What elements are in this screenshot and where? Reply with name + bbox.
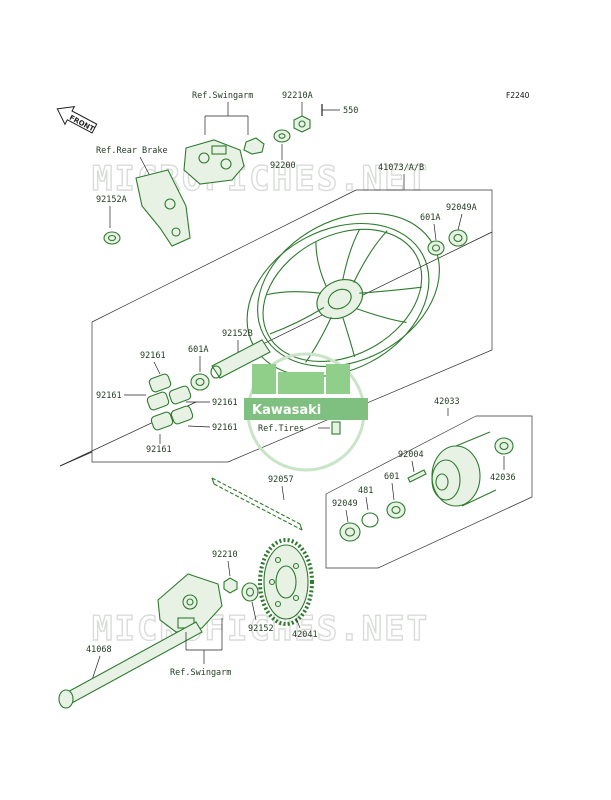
label-601A-right: 601A: [420, 213, 440, 223]
label-41068: 41068: [86, 645, 112, 655]
stud-92004: [407, 469, 427, 483]
front-arrow-icon: FRONT: [56, 105, 98, 134]
label-601A-left: 601A: [188, 345, 208, 355]
label-92161-d: 92161: [212, 423, 238, 433]
seal-92049A: [448, 229, 468, 247]
rear-wheel: [246, 212, 440, 378]
label-92200: 92200: [270, 161, 296, 171]
hub-frame: [325, 415, 533, 569]
label-42033: 42033: [434, 397, 460, 407]
label-92161-c: 92161: [212, 398, 238, 408]
coupling-42033: [431, 431, 497, 507]
collar-42036: [494, 437, 514, 455]
caliper-bracket: [183, 139, 245, 185]
ref-rear-brake: Ref.Rear Brake: [96, 146, 168, 156]
collar-92152: [241, 582, 259, 602]
label-92152B: 92152B: [222, 329, 253, 339]
ref-swingarm-top: Ref.Swingarm: [192, 91, 253, 101]
watermark-bottom: MICROFICHES.NET: [92, 609, 429, 649]
damper-set-92161: [146, 373, 194, 431]
label-481: 481: [358, 486, 373, 496]
nut-92210A: [293, 115, 311, 133]
adjuster-bracket: [157, 573, 223, 633]
bearing-601A-right: [427, 240, 445, 256]
label-42036: 42036: [490, 473, 516, 483]
label-92004: 92004: [398, 450, 424, 460]
label-92210: 92210: [212, 550, 238, 560]
label-41073: 41073/A/B: [378, 163, 424, 173]
nut-92210: [223, 577, 238, 594]
circlip-481: [361, 512, 379, 528]
kawasaki-logo: Kawasaki: [244, 352, 368, 472]
label-92152: 92152: [248, 624, 274, 634]
label-92057: 92057: [268, 475, 294, 485]
label-92049: 92049: [332, 499, 358, 509]
collar-92152B: [210, 339, 271, 379]
label-92152A: 92152A: [96, 195, 127, 205]
brake-disc-plate: [135, 169, 191, 247]
label-601: 601: [384, 472, 399, 482]
label-92161-b: 92161: [96, 391, 122, 401]
ref-swingarm-bottom: Ref.Swingarm: [170, 668, 231, 678]
label-92161-a: 92161: [140, 351, 166, 361]
bearing-601: [386, 501, 406, 519]
label-92049A: 92049A: [446, 203, 477, 213]
axle-41068: [58, 621, 203, 709]
chain-92057: [211, 477, 303, 531]
washer-92200: [243, 129, 291, 155]
sprocket-42041: [258, 538, 314, 626]
brand-text: Kawasaki: [252, 403, 321, 418]
valve-icon: [331, 421, 341, 435]
collar-92152A: [103, 231, 121, 245]
label-92210A: 92210A: [282, 91, 313, 101]
bearing-601A-left: [190, 373, 210, 391]
label-92161-e: 92161: [146, 445, 172, 455]
diagram-code: F2240: [506, 91, 530, 100]
seal-92049: [339, 522, 361, 542]
ref-tires: Ref.Tires: [258, 424, 304, 434]
label-550: 550: [343, 106, 358, 116]
label-42041: 42041: [292, 630, 318, 640]
